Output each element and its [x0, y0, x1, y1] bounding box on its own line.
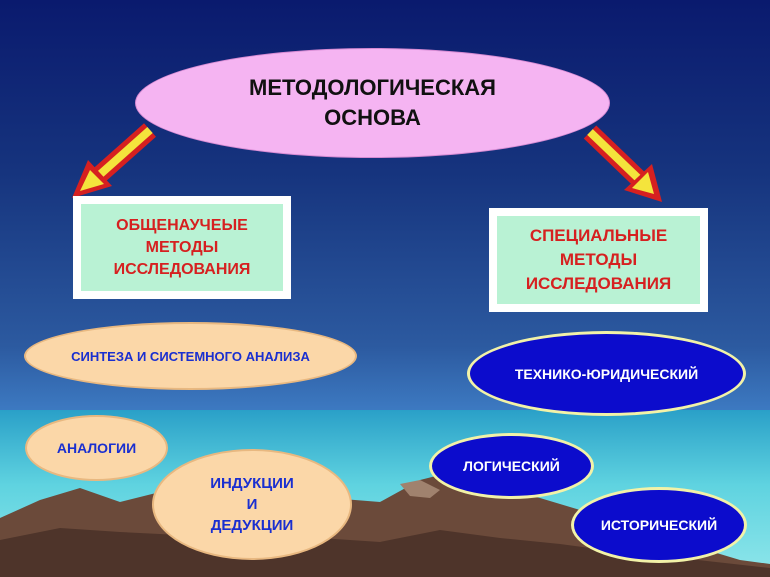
methodological-basis-line2: ОСНОВА: [324, 105, 421, 130]
historical-method-label: ИСТОРИЧЕСКИЙ: [600, 517, 718, 533]
synthesis-method-node: СИНТЕЗА И СИСТЕМНОГО АНАЛИЗА: [24, 322, 357, 390]
analogy-method-node: АНАЛОГИИ: [25, 415, 168, 481]
logical-method-label: ЛОГИЧЕСКИЙ: [463, 458, 560, 474]
induction-line1: ИНДУКЦИИ: [210, 475, 294, 492]
synthesis-method-label: СИНТЕЗА И СИСТЕМНОГО АНАЛИЗА: [71, 348, 310, 364]
general-methods-line3: ИССЛЕДОВАНИЯ: [113, 260, 251, 278]
induction-line3: ДЕДУКЦИИ: [210, 517, 294, 534]
analogy-method-label: АНАЛОГИИ: [56, 440, 137, 456]
technical-legal-method-node: ТЕХНИКО-ЮРИДИЧЕСКИЙ: [467, 331, 746, 416]
logical-method-node: ЛОГИЧЕСКИЙ: [429, 433, 594, 499]
methodological-basis-line1: МЕТОДОЛОГИЧЕСКАЯ: [249, 75, 496, 100]
special-methods-line2: МЕТОДЫ: [559, 250, 638, 269]
methodological-basis-node: МЕТОДОЛОГИЧЕСКАЯ ОСНОВА: [135, 48, 610, 158]
induction-method-node: ИНДУКЦИИ И ДЕДУКЦИИ: [152, 449, 352, 560]
special-methods-box: СПЕЦИАЛЬНЫЕ МЕТОДЫ ИССЛЕДОВАНИЯ: [489, 208, 708, 312]
technical-legal-method-label: ТЕХНИКО-ЮРИДИЧЕСКИЙ: [514, 365, 699, 382]
general-methods-line2: МЕТОДЫ: [145, 238, 219, 256]
special-methods-line3: ИССЛЕДОВАНИЯ: [525, 274, 672, 293]
special-methods-line1: СПЕЦИАЛЬНЫЕ: [529, 226, 668, 245]
general-methods-line1: ОБЩЕНАУЧЕЫЕ: [116, 216, 248, 234]
induction-line2: И: [246, 496, 258, 513]
historical-method-node: ИСТОРИЧЕСКИЙ: [571, 487, 747, 563]
general-methods-box: ОБЩЕНАУЧЕЫЕ МЕТОДЫ ИССЛЕДОВАНИЯ: [73, 196, 291, 299]
